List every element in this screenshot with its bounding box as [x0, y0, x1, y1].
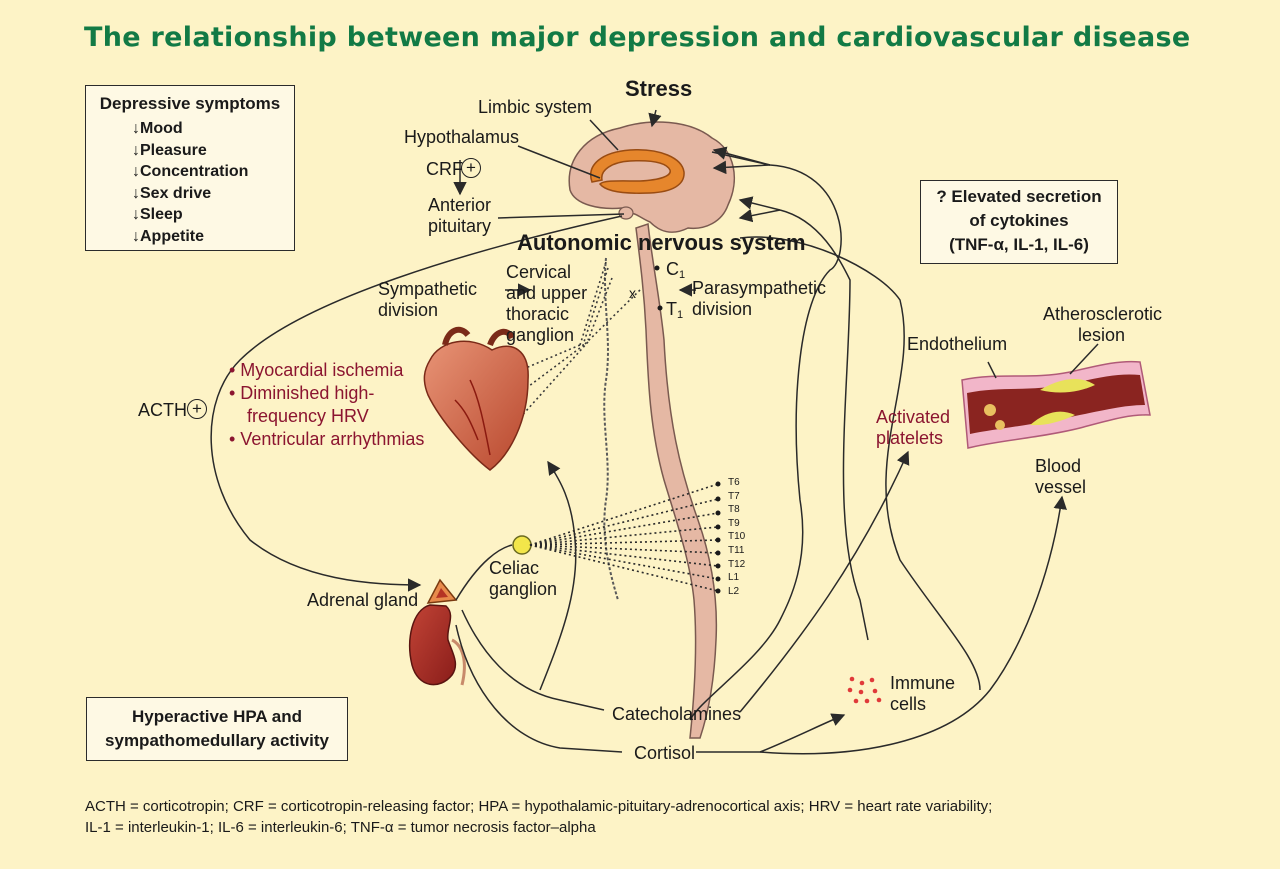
cortisol-label: Cortisol	[634, 743, 696, 763]
hpa-line1: Hyperactive HPA and	[131, 707, 303, 726]
symptom-sleep: ↓Sleep	[132, 206, 183, 224]
ans-label: Autonomic nervous system	[517, 230, 806, 255]
cytokines-line2: of cytokines	[969, 211, 1069, 230]
x-mark: x	[629, 285, 636, 301]
crf-label: CRF	[426, 159, 463, 179]
cytokines-line1: ? Elevated secretion	[936, 187, 1102, 206]
hpa-box: Hyperactive HPA and sympathomedullary ac…	[86, 697, 348, 761]
acth-plus-icon: +	[187, 399, 207, 419]
symptom-sex-drive: ↓Sex drive	[132, 184, 212, 202]
t1-label: T1	[666, 299, 684, 321]
celiac-ganglion	[512, 535, 532, 555]
acth-label: ACTH	[138, 400, 187, 420]
blood-vessel-line1: Blood	[1035, 456, 1082, 476]
footnote-line1: ACTH = corticotropin; CRF = corticotropi…	[85, 798, 993, 815]
lesion-line1: Atherosclerotic	[1043, 304, 1163, 324]
heart	[423, 326, 529, 471]
heart-effects-list: • Myocardial ischemia • Diminished high-…	[229, 359, 424, 451]
spinal-level: T10	[728, 531, 746, 543]
effect-hrv-line1: • Diminished high-	[229, 383, 375, 403]
sympathetic-chain	[603, 257, 619, 601]
catecholamines-label: Catecholamines	[612, 704, 742, 724]
footnote: ACTH = corticotropin; CRF = corticotropi…	[85, 796, 992, 838]
symptom-mood: ↓Mood	[132, 120, 183, 137]
spinal-level: L1	[728, 572, 740, 584]
pathway-arrows	[210, 109, 1099, 755]
depressive-symptoms-heading: Depressive symptoms	[99, 94, 281, 113]
cervical-line2: and upper	[506, 283, 588, 303]
adrenal-label: Adrenal gland	[307, 590, 419, 610]
lesion-line2: lesion	[1078, 325, 1126, 345]
cytokines-box: ? Elevated secretion of cytokines (TNF-α…	[920, 180, 1118, 264]
cervical-line3: thoracic	[506, 304, 570, 324]
spinal-level: L2	[728, 585, 740, 597]
platelets-line2: platelets	[876, 428, 944, 448]
c1-label: C1	[666, 259, 686, 281]
parasympathetic-line2: division	[692, 299, 753, 319]
spinal-level-dots	[654, 265, 721, 594]
depressive-symptoms-box: Depressive symptoms ↓Mood ↓Pleasure ↓Con…	[85, 85, 295, 251]
endothelium-label: Endothelium	[907, 334, 1008, 354]
crf-plus-icon: +	[461, 158, 481, 178]
spinal-level: T6	[728, 477, 740, 488]
cervical-line4: ganglion	[506, 325, 575, 345]
hypothalamus-label: Hypothalamus	[404, 127, 520, 147]
symptom-appetite: ↓Appetite	[132, 227, 204, 245]
effect-arrhythmias: • Ventricular arrhythmias	[229, 429, 425, 449]
symptom-concentration: ↓Concentration	[132, 163, 249, 181]
spinal-level: T7	[728, 490, 740, 502]
sympathetic-line2: division	[378, 300, 439, 320]
sympathetic-line1: Sympathetic	[378, 279, 478, 299]
spinal-level: T9	[728, 517, 740, 529]
spinal-level: T11	[728, 544, 745, 556]
blood-vessel-line2: vessel	[1035, 477, 1087, 497]
anterior-pituitary-line2: pituitary	[428, 216, 492, 236]
footnote-line2: IL-1 = interleukin-1; IL-6 = interleukin…	[85, 819, 596, 836]
immune-cells	[847, 676, 882, 704]
spinal-levels: T6 T7 T8 T9 T10 T11 T12 L1 L2	[728, 477, 745, 597]
spinal-cord	[635, 222, 718, 739]
page-title: The relationship between major depressio…	[84, 22, 1191, 53]
kidney	[409, 604, 457, 686]
stress-label: Stress	[625, 76, 693, 101]
hpa-line2: sympathomedullary activity	[105, 731, 329, 750]
symptom-pleasure: ↓Pleasure	[132, 141, 207, 159]
platelets-line1: Activated	[876, 407, 951, 427]
celiac-line1: Celiac	[489, 558, 540, 578]
spinal-level: T12	[728, 558, 746, 570]
pituitary	[618, 206, 634, 220]
spinal-level: T8	[728, 504, 740, 516]
effect-hrv-line2: frequency HRV	[247, 406, 369, 426]
limbic-label: Limbic system	[478, 97, 593, 117]
immune-line2: cells	[890, 694, 927, 714]
blood-vessel	[961, 360, 1151, 449]
effect-ischemia: • Myocardial ischemia	[229, 360, 404, 380]
cytokines-line3: (TNF-α, IL-1, IL-6)	[949, 235, 1089, 254]
limbic-system	[590, 149, 685, 194]
celiac-nerves	[529, 483, 719, 592]
celiac-line2: ganglion	[489, 579, 558, 599]
parasympathetic-line1: Parasympathetic	[692, 278, 827, 298]
symptom-list: ↓Mood ↓Pleasure ↓Concentration ↓Sex driv…	[132, 118, 294, 248]
anterior-pituitary-line1: Anterior	[428, 195, 492, 215]
immune-line1: Immune	[890, 673, 956, 693]
cervical-line1: Cervical	[506, 262, 572, 282]
